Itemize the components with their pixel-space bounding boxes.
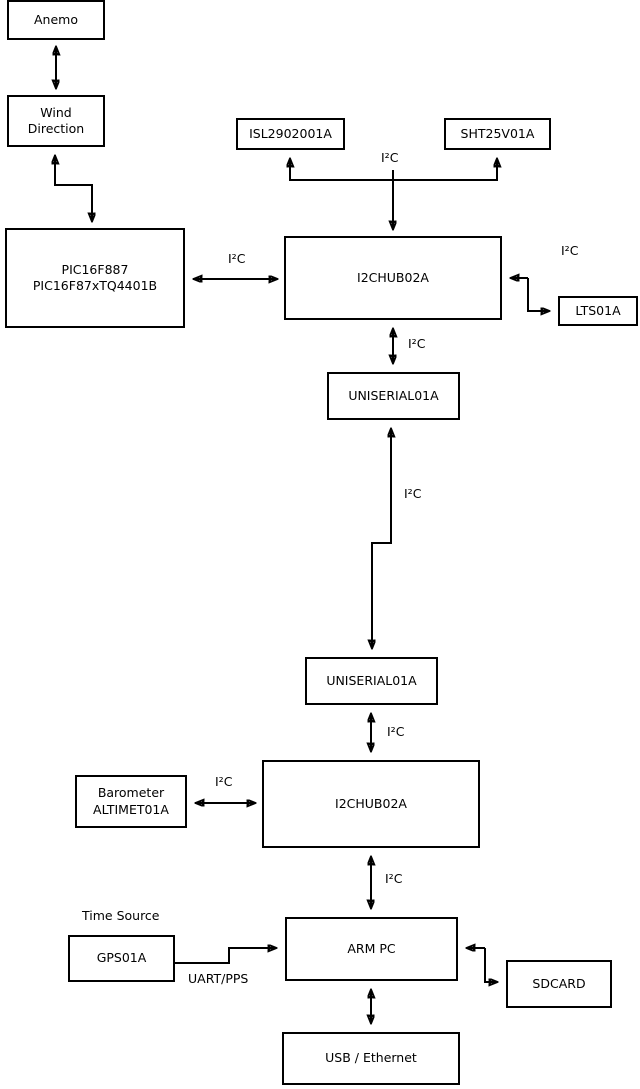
wire-armpc-sdcard bbox=[467, 948, 497, 982]
node-uniserial01a-upper[interactable]: UNISERIAL01A bbox=[327, 372, 460, 420]
node-uniserial01a-lower-label: UNISERIAL01A bbox=[326, 672, 417, 688]
edge-label-i2c-pic-hub: I²C bbox=[228, 251, 246, 266]
node-wind-direction-label: Wind Direction bbox=[27, 104, 85, 137]
node-anemo[interactable]: Anemo bbox=[7, 0, 105, 40]
node-gps01a[interactable]: GPS01A bbox=[68, 935, 175, 982]
node-lts01a[interactable]: LTS01A bbox=[558, 296, 638, 326]
node-uniserial01a-lower[interactable]: UNISERIAL01A bbox=[305, 657, 438, 705]
node-wind-direction[interactable]: Wind Direction bbox=[7, 95, 105, 147]
wire-hubtop-lts bbox=[511, 278, 549, 311]
edge-label-i2c-barometer: I²C bbox=[215, 774, 233, 789]
node-arm-pc[interactable]: ARM PC bbox=[285, 917, 458, 981]
edge-label-i2c-hub-uniserial: I²C bbox=[408, 336, 426, 351]
wire-wind-pic bbox=[55, 155, 92, 221]
node-isl2902001a[interactable]: ISL2902001A bbox=[236, 118, 345, 150]
node-pic-microcontroller-label: PIC16F887 PIC16F87xTQ4401B bbox=[32, 261, 158, 294]
edge-label-uart-pps: UART/PPS bbox=[188, 971, 249, 986]
node-arm-pc-label: ARM PC bbox=[347, 940, 396, 956]
node-barometer-altimet01a-label: Barometer ALTIMET01A bbox=[93, 785, 169, 817]
edge-label-i2c-uniserial-hub: I²C bbox=[387, 724, 405, 739]
edge-label-i2c-uniserial-uniserial: I²C bbox=[404, 486, 422, 501]
node-usb-ethernet[interactable]: USB / Ethernet bbox=[282, 1032, 460, 1085]
node-anemo-label: Anemo bbox=[34, 11, 78, 27]
node-sht25v01a[interactable]: SHT25V01A bbox=[444, 118, 551, 150]
node-lts01a-label: LTS01A bbox=[575, 302, 621, 318]
node-sht25v01a-label: SHT25V01A bbox=[460, 125, 535, 141]
wire-hubtop-sensors bbox=[290, 159, 497, 229]
edge-label-i2c-hub-armpc: I²C bbox=[385, 871, 403, 886]
node-usb-ethernet-label: USB / Ethernet bbox=[325, 1050, 417, 1066]
node-i2chub02a-top[interactable]: I2CHUB02A bbox=[284, 236, 502, 320]
node-uniserial01a-upper-label: UNISERIAL01A bbox=[348, 387, 439, 403]
node-sdcard-label: SDCARD bbox=[532, 975, 586, 991]
node-pic-microcontroller[interactable]: PIC16F887 PIC16F87xTQ4401B bbox=[5, 228, 185, 328]
node-gps01a-label: GPS01A bbox=[96, 950, 147, 966]
node-i2chub02a-bottom-label: I2CHUB02A bbox=[335, 795, 407, 811]
edge-label-i2c-sensors: I²C bbox=[381, 150, 399, 165]
node-sdcard[interactable]: SDCARD bbox=[506, 960, 612, 1008]
node-i2chub02a-top-label: I2CHUB02A bbox=[357, 269, 429, 285]
edge-label-i2c-lts: I²C bbox=[561, 243, 579, 258]
node-barometer-altimet01a[interactable]: Barometer ALTIMET01A bbox=[75, 775, 187, 828]
label-time-source: Time Source bbox=[82, 908, 160, 923]
node-isl2902001a-label: ISL2902001A bbox=[249, 125, 332, 141]
wire-gps-armpc bbox=[175, 948, 276, 964]
wire-uniserial-uniserial bbox=[372, 429, 391, 648]
node-i2chub02a-bottom[interactable]: I2CHUB02A bbox=[262, 760, 480, 848]
